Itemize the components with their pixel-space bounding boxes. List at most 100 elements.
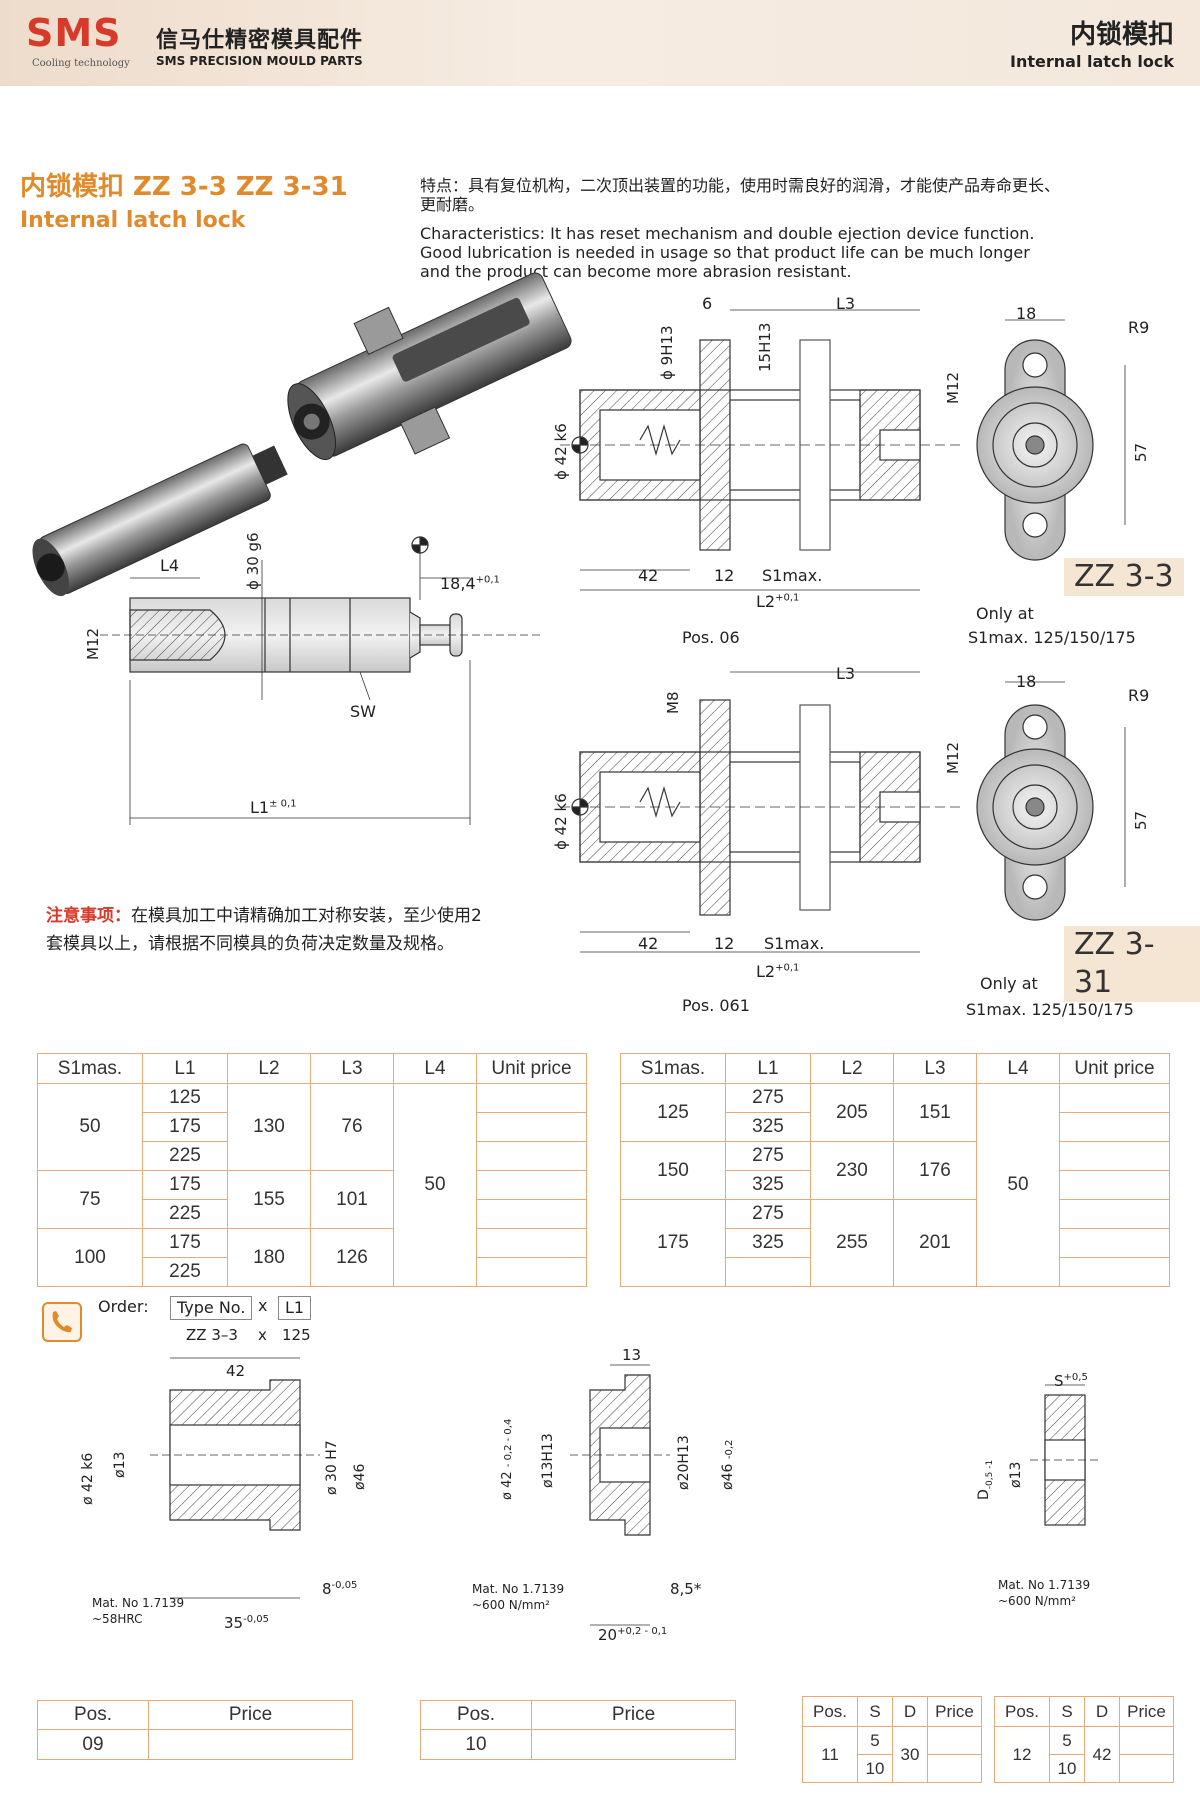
table-cell: 75 — [37, 1170, 143, 1229]
price-cell — [927, 1726, 982, 1755]
table-cell: 175 — [620, 1199, 726, 1287]
zz331-dim-r9: R9 — [1128, 686, 1150, 705]
table-cell: 151 — [893, 1083, 977, 1142]
price-table-pos10: Pos.Price 10 — [420, 1700, 736, 1760]
order-multiplier: x — [258, 1296, 268, 1315]
zz33-front-view — [976, 319, 1126, 561]
col-header-price: Price — [148, 1700, 353, 1730]
zz331-front-view — [976, 681, 1126, 921]
part11-material: Mat. No 1.7139 — [998, 1578, 1091, 1592]
table-cell: 325 — [725, 1112, 811, 1142]
zz331-dim-18: 18 — [1016, 672, 1037, 691]
table-cell: 176 — [893, 1141, 977, 1200]
price-cell — [476, 1257, 587, 1287]
col-header-price: Price — [1119, 1696, 1174, 1727]
zz33-dim-l3: L3 — [836, 294, 856, 313]
col-header-l4: L4 — [976, 1053, 1060, 1084]
table-cell: 101 — [310, 1170, 394, 1229]
part11-drawing — [1030, 1384, 1100, 1526]
table-cell: 10 — [1049, 1754, 1085, 1783]
col-header-price: Price — [927, 1696, 982, 1727]
pin-drawing — [100, 536, 540, 825]
table-cell: 76 — [310, 1083, 394, 1171]
part11-dim-d13: ø13 — [1008, 1461, 1024, 1488]
phone-order-icon — [42, 1302, 82, 1342]
zz331-dim-s1: S1max. — [764, 934, 825, 953]
table-cell: 325 — [725, 1228, 811, 1258]
zz331-dim-12: 12 — [714, 934, 735, 953]
zz33-dim-s1: S1max. — [762, 566, 823, 585]
part09-hardness: ~58HRC — [92, 1612, 143, 1626]
part09-dim-42: 42 — [226, 1362, 246, 1380]
price-cell — [1059, 1257, 1170, 1287]
col-header-d: D — [892, 1696, 928, 1727]
part09-drawing — [150, 1357, 320, 1599]
page-header: SMS Cooling technology 信马仕精密模具配件 SMS PRE… — [0, 0, 1200, 86]
price-cell — [1059, 1199, 1170, 1229]
features-cn: 特点：具有复位机构，二次顶出装置的功能，使用时需良好的润滑，才能使产品寿命更长、… — [420, 176, 1061, 214]
table-cell: 175 — [142, 1170, 228, 1200]
part10-material: Mat. No 1.7139 — [472, 1582, 565, 1596]
zz33-dim-15: 15H13 — [756, 322, 774, 372]
zz33-dim-57: 57 — [1132, 442, 1150, 462]
part10-dim-20: 20+0,2 - 0,1 — [598, 1626, 668, 1644]
zz331-pos: Pos. 061 — [682, 996, 750, 1015]
price-cell — [476, 1170, 587, 1200]
table-cell: 5 — [1049, 1726, 1085, 1755]
col-header-l3: L3 — [310, 1053, 394, 1084]
table-cell: 5 — [857, 1726, 893, 1755]
zz331-dim-m8: M8 — [664, 691, 682, 715]
order-example-multiplier: x — [258, 1326, 267, 1344]
part09-dim-8: 8-0,05 — [322, 1580, 358, 1598]
table-cell: 175 — [142, 1228, 228, 1258]
zz331-section-drawing — [560, 671, 960, 953]
col-header-s1: S1mas. — [620, 1053, 726, 1084]
zz33-pos: Pos. 06 — [682, 628, 740, 647]
table-cell — [725, 1257, 811, 1287]
table-cell: 50 — [37, 1083, 143, 1171]
zz331-only-at: Only at — [980, 974, 1038, 993]
notes: 注意事项：在模具加工中请精确加工对称安装，至少使用2套模具以上，请根据不同模具的… — [46, 902, 486, 958]
col-header-s: S — [1049, 1696, 1085, 1727]
zz331-dim-57: 57 — [1132, 810, 1150, 830]
table-cell: 275 — [725, 1083, 811, 1113]
part09-dim-d30: ø 30 H7 — [324, 1440, 340, 1495]
header-title-cn: 内锁模扣 — [1069, 20, 1174, 50]
table-cell: 230 — [810, 1141, 894, 1200]
table-cell: 50 — [976, 1083, 1060, 1287]
table-cell: 10 — [857, 1754, 893, 1783]
part09-dim-d42: ø 42 k6 — [80, 1452, 96, 1505]
logo-tagline: Cooling technology — [32, 58, 130, 69]
part10-strength: ~600 N/mm² — [472, 1598, 550, 1612]
part11-strength: ~600 N/mm² — [998, 1594, 1076, 1608]
col-header-l4: L4 — [393, 1053, 477, 1084]
zz33-dim-12: 12 — [714, 566, 735, 585]
price-cell — [1059, 1170, 1170, 1200]
price-cell — [476, 1083, 587, 1113]
zz331-dim-l2: L2+0,1 — [756, 962, 800, 981]
price-cell — [476, 1141, 587, 1171]
col-header-pos: Pos. — [37, 1700, 149, 1730]
part11-dim-d: D-0,5 -1 — [976, 1459, 995, 1500]
col-header-l2: L2 — [810, 1053, 894, 1084]
header-title-en: Internal latch lock — [1010, 52, 1174, 71]
table-cell: 150 — [620, 1141, 726, 1200]
pin-m12-label: M12 — [84, 627, 102, 660]
table-cell: 42 — [1084, 1726, 1120, 1783]
product-photo — [32, 272, 572, 597]
pin-l4-label: L4 — [160, 556, 180, 575]
zz33-model-label: ZZ 3-3 — [1064, 558, 1184, 596]
col-header-pos: Pos. — [994, 1696, 1050, 1727]
brand-name-cn: 信马仕精密模具配件 — [156, 28, 364, 53]
table-cell: 09 — [37, 1729, 149, 1760]
order-type-no-box: Type No. — [170, 1296, 253, 1320]
price-cell — [148, 1729, 353, 1760]
part11-dim-s: S+0,5 — [1054, 1372, 1088, 1390]
price-cell — [1119, 1726, 1174, 1755]
table-cell: 225 — [142, 1199, 228, 1229]
part10-dim-d46: ø46 -0,2 — [720, 1439, 736, 1490]
zz33-dim-l2: L2+0,1 — [756, 592, 800, 611]
col-header-d: D — [1084, 1696, 1120, 1727]
part10-drawing — [570, 1364, 670, 1626]
